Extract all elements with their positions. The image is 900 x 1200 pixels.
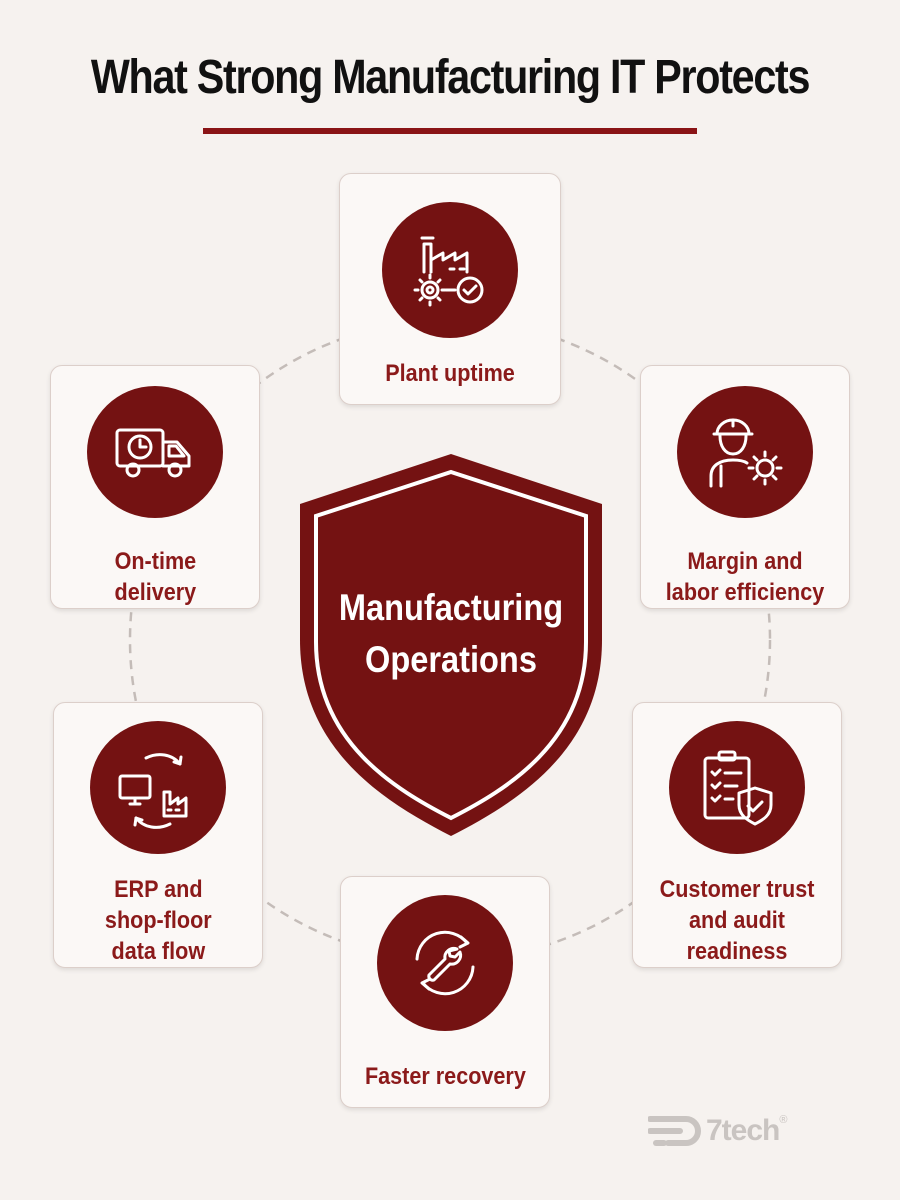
- brand-registered-mark: ®: [779, 1114, 788, 1126]
- card-label-line: Margin and: [687, 548, 803, 575]
- shield-label: Manufacturing Operations: [316, 582, 585, 686]
- shield-label-line2: Operations: [365, 639, 537, 680]
- page-title: What Strong Manufacturing IT Protects: [90, 51, 811, 104]
- card-customer-trust: Customer trust and audit readiness: [632, 702, 842, 968]
- card-on-time-delivery: On-time delivery: [50, 365, 260, 609]
- card-label-erp: ERP and shop-floor data flow: [99, 874, 218, 967]
- wrench-cycle-icon: [377, 895, 513, 1031]
- delivery-truck-clock-icon: [87, 386, 223, 518]
- brand-mark-icon: [648, 1116, 701, 1146]
- card-plant-uptime: Plant uptime: [339, 173, 561, 405]
- card-erp-data-flow: ERP and shop-floor data flow: [53, 702, 263, 968]
- computer-factory-sync-icon: [90, 721, 226, 854]
- card-label-line: Customer trust: [659, 876, 815, 903]
- card-label-line: delivery: [114, 579, 196, 606]
- brand-name: 7tech: [706, 1114, 780, 1147]
- factory-gear-check-icon: [382, 202, 518, 338]
- shield-label-line1: Manufacturing: [338, 587, 564, 628]
- card-label-line: and audit: [688, 907, 785, 934]
- card-label-line: shop-floor: [104, 907, 212, 934]
- card-label-plant-uptime: Plant uptime: [385, 360, 515, 387]
- worker-gear-icon: [677, 386, 813, 518]
- brand-logo: 7tech ®: [648, 1108, 818, 1154]
- card-label-line: ERP and: [113, 876, 203, 903]
- card-faster-recovery: Faster recovery: [340, 876, 550, 1108]
- card-margin-labor: Margin and labor efficiency: [640, 365, 850, 609]
- card-label-faster-recovery: Faster recovery: [364, 1063, 526, 1090]
- card-label-line: On-time: [114, 548, 196, 575]
- card-label-on-time-delivery: On-time delivery: [110, 546, 201, 608]
- checklist-shield-icon: [669, 721, 805, 854]
- title-underline: [203, 128, 697, 134]
- card-label-line: data flow: [111, 938, 205, 965]
- card-label-line: labor efficiency: [665, 579, 825, 606]
- shield-emblem: [300, 454, 602, 836]
- card-label-margin-labor: Margin and labor efficiency: [657, 546, 833, 608]
- card-label-line: readiness: [686, 938, 788, 965]
- card-label-customer-trust: Customer trust and audit readiness: [651, 874, 823, 967]
